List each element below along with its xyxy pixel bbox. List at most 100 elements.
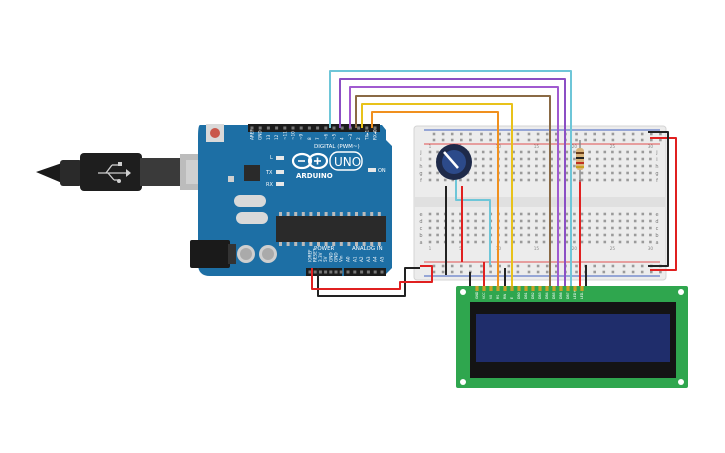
breadboard-hole[interactable] [557, 226, 561, 230]
power-jack[interactable] [190, 240, 230, 268]
rail-hole[interactable] [659, 138, 662, 142]
breadboard-hole[interactable] [641, 240, 645, 244]
breadboard-hole[interactable] [512, 233, 515, 237]
header-socket[interactable] [353, 270, 357, 274]
breadboard-hole[interactable] [519, 240, 523, 244]
breadboard-hole[interactable] [428, 240, 432, 244]
breadboard-hole[interactable] [527, 233, 531, 237]
breadboard-hole[interactable] [474, 178, 477, 182]
header-socket[interactable] [258, 126, 262, 130]
breadboard-hole[interactable] [550, 212, 553, 216]
breadboard-hole[interactable] [611, 150, 614, 154]
rail-hole[interactable] [611, 132, 615, 136]
breadboard-hole[interactable] [542, 240, 546, 244]
rail-hole[interactable] [545, 132, 549, 136]
rail-hole[interactable] [640, 138, 644, 142]
breadboard-hole[interactable] [611, 226, 614, 230]
rail-hole[interactable] [545, 264, 549, 268]
breadboard-hole[interactable] [481, 233, 485, 237]
rail-hole[interactable] [516, 138, 520, 142]
rail-hole[interactable] [536, 264, 540, 268]
breadboard-hole[interactable] [550, 157, 553, 161]
rail-hole[interactable] [498, 270, 501, 274]
breadboard-hole[interactable] [641, 171, 645, 175]
breadboard-hole[interactable] [550, 219, 553, 223]
breadboard-hole[interactable] [474, 164, 477, 168]
breadboard-hole[interactable] [474, 212, 477, 216]
breadboard-hole[interactable] [633, 157, 637, 161]
rail-hole[interactable] [584, 138, 587, 142]
breadboard-hole[interactable] [527, 226, 531, 230]
lcd-pin[interactable] [524, 286, 528, 291]
breadboard-hole[interactable] [633, 240, 637, 244]
breadboard-hole[interactable] [626, 240, 629, 244]
breadboard-hole[interactable] [512, 164, 515, 168]
lcd-pin[interactable] [475, 286, 479, 291]
header-socket[interactable] [313, 270, 317, 274]
breadboard-hole[interactable] [626, 219, 629, 223]
rail-hole[interactable] [602, 264, 606, 268]
breadboard-hole[interactable] [519, 226, 523, 230]
breadboard-hole[interactable] [573, 150, 576, 154]
breadboard-hole[interactable] [512, 150, 515, 154]
breadboard-hole[interactable] [611, 178, 614, 182]
breadboard-hole[interactable] [595, 212, 599, 216]
breadboard-hole[interactable] [504, 164, 508, 168]
rail-hole[interactable] [631, 264, 635, 268]
breadboard-hole[interactable] [588, 164, 591, 168]
header-socket[interactable] [324, 270, 328, 274]
breadboard-hole[interactable] [626, 233, 629, 237]
rail-hole[interactable] [555, 132, 558, 136]
breadboard-hole[interactable] [565, 150, 569, 154]
rail-hole[interactable] [536, 132, 540, 136]
breadboard-hole[interactable] [436, 226, 439, 230]
breadboard-hole[interactable] [641, 150, 645, 154]
rail-hole[interactable] [441, 138, 445, 142]
breadboard-hole[interactable] [519, 178, 523, 182]
breadboard-hole[interactable] [512, 226, 515, 230]
breadboard-hole[interactable] [580, 212, 584, 216]
rail-hole[interactable] [650, 270, 653, 274]
breadboard-hole[interactable] [557, 178, 561, 182]
rail-hole[interactable] [659, 270, 662, 274]
breadboard-hole[interactable] [641, 219, 645, 223]
breadboard-hole[interactable] [611, 233, 614, 237]
breadboard-hole[interactable] [466, 212, 470, 216]
rail-hole[interactable] [432, 138, 436, 142]
breadboard-hole[interactable] [580, 240, 584, 244]
breadboard-hole[interactable] [519, 157, 523, 161]
breadboard-hole[interactable] [550, 178, 553, 182]
breadboard-hole[interactable] [588, 226, 591, 230]
breadboard-hole[interactable] [535, 226, 538, 230]
breadboard-hole[interactable] [588, 233, 591, 237]
rail-hole[interactable] [527, 270, 531, 274]
breadboard-hole[interactable] [542, 164, 546, 168]
lcd-pin[interactable] [496, 286, 500, 291]
breadboard-hole[interactable] [504, 226, 508, 230]
breadboard-hole[interactable] [565, 164, 569, 168]
breadboard-hole[interactable] [588, 219, 591, 223]
breadboard-hole[interactable] [573, 212, 576, 216]
breadboard-hole[interactable] [618, 219, 622, 223]
breadboard-hole[interactable] [474, 171, 477, 175]
rail-hole[interactable] [480, 264, 483, 268]
reset-button-icon[interactable] [206, 124, 224, 142]
rail-hole[interactable] [507, 138, 511, 142]
breadboard-hole[interactable] [527, 171, 531, 175]
breadboard-hole[interactable] [565, 219, 569, 223]
breadboard-hole[interactable] [542, 150, 546, 154]
breadboard-hole[interactable] [649, 219, 652, 223]
breadboard-hole[interactable] [573, 157, 576, 161]
rail-hole[interactable] [602, 270, 606, 274]
breadboard-hole[interactable] [436, 240, 439, 244]
breadboard-hole[interactable] [527, 150, 531, 154]
breadboard-hole[interactable] [649, 212, 652, 216]
rail-hole[interactable] [640, 264, 644, 268]
breadboard-hole[interactable] [557, 171, 561, 175]
breadboard-hole[interactable] [603, 171, 607, 175]
breadboard-hole[interactable] [474, 226, 477, 230]
breadboard-hole[interactable] [588, 171, 591, 175]
breadboard-hole[interactable] [618, 226, 622, 230]
breadboard-hole[interactable] [504, 178, 508, 182]
header-socket[interactable] [334, 270, 338, 274]
